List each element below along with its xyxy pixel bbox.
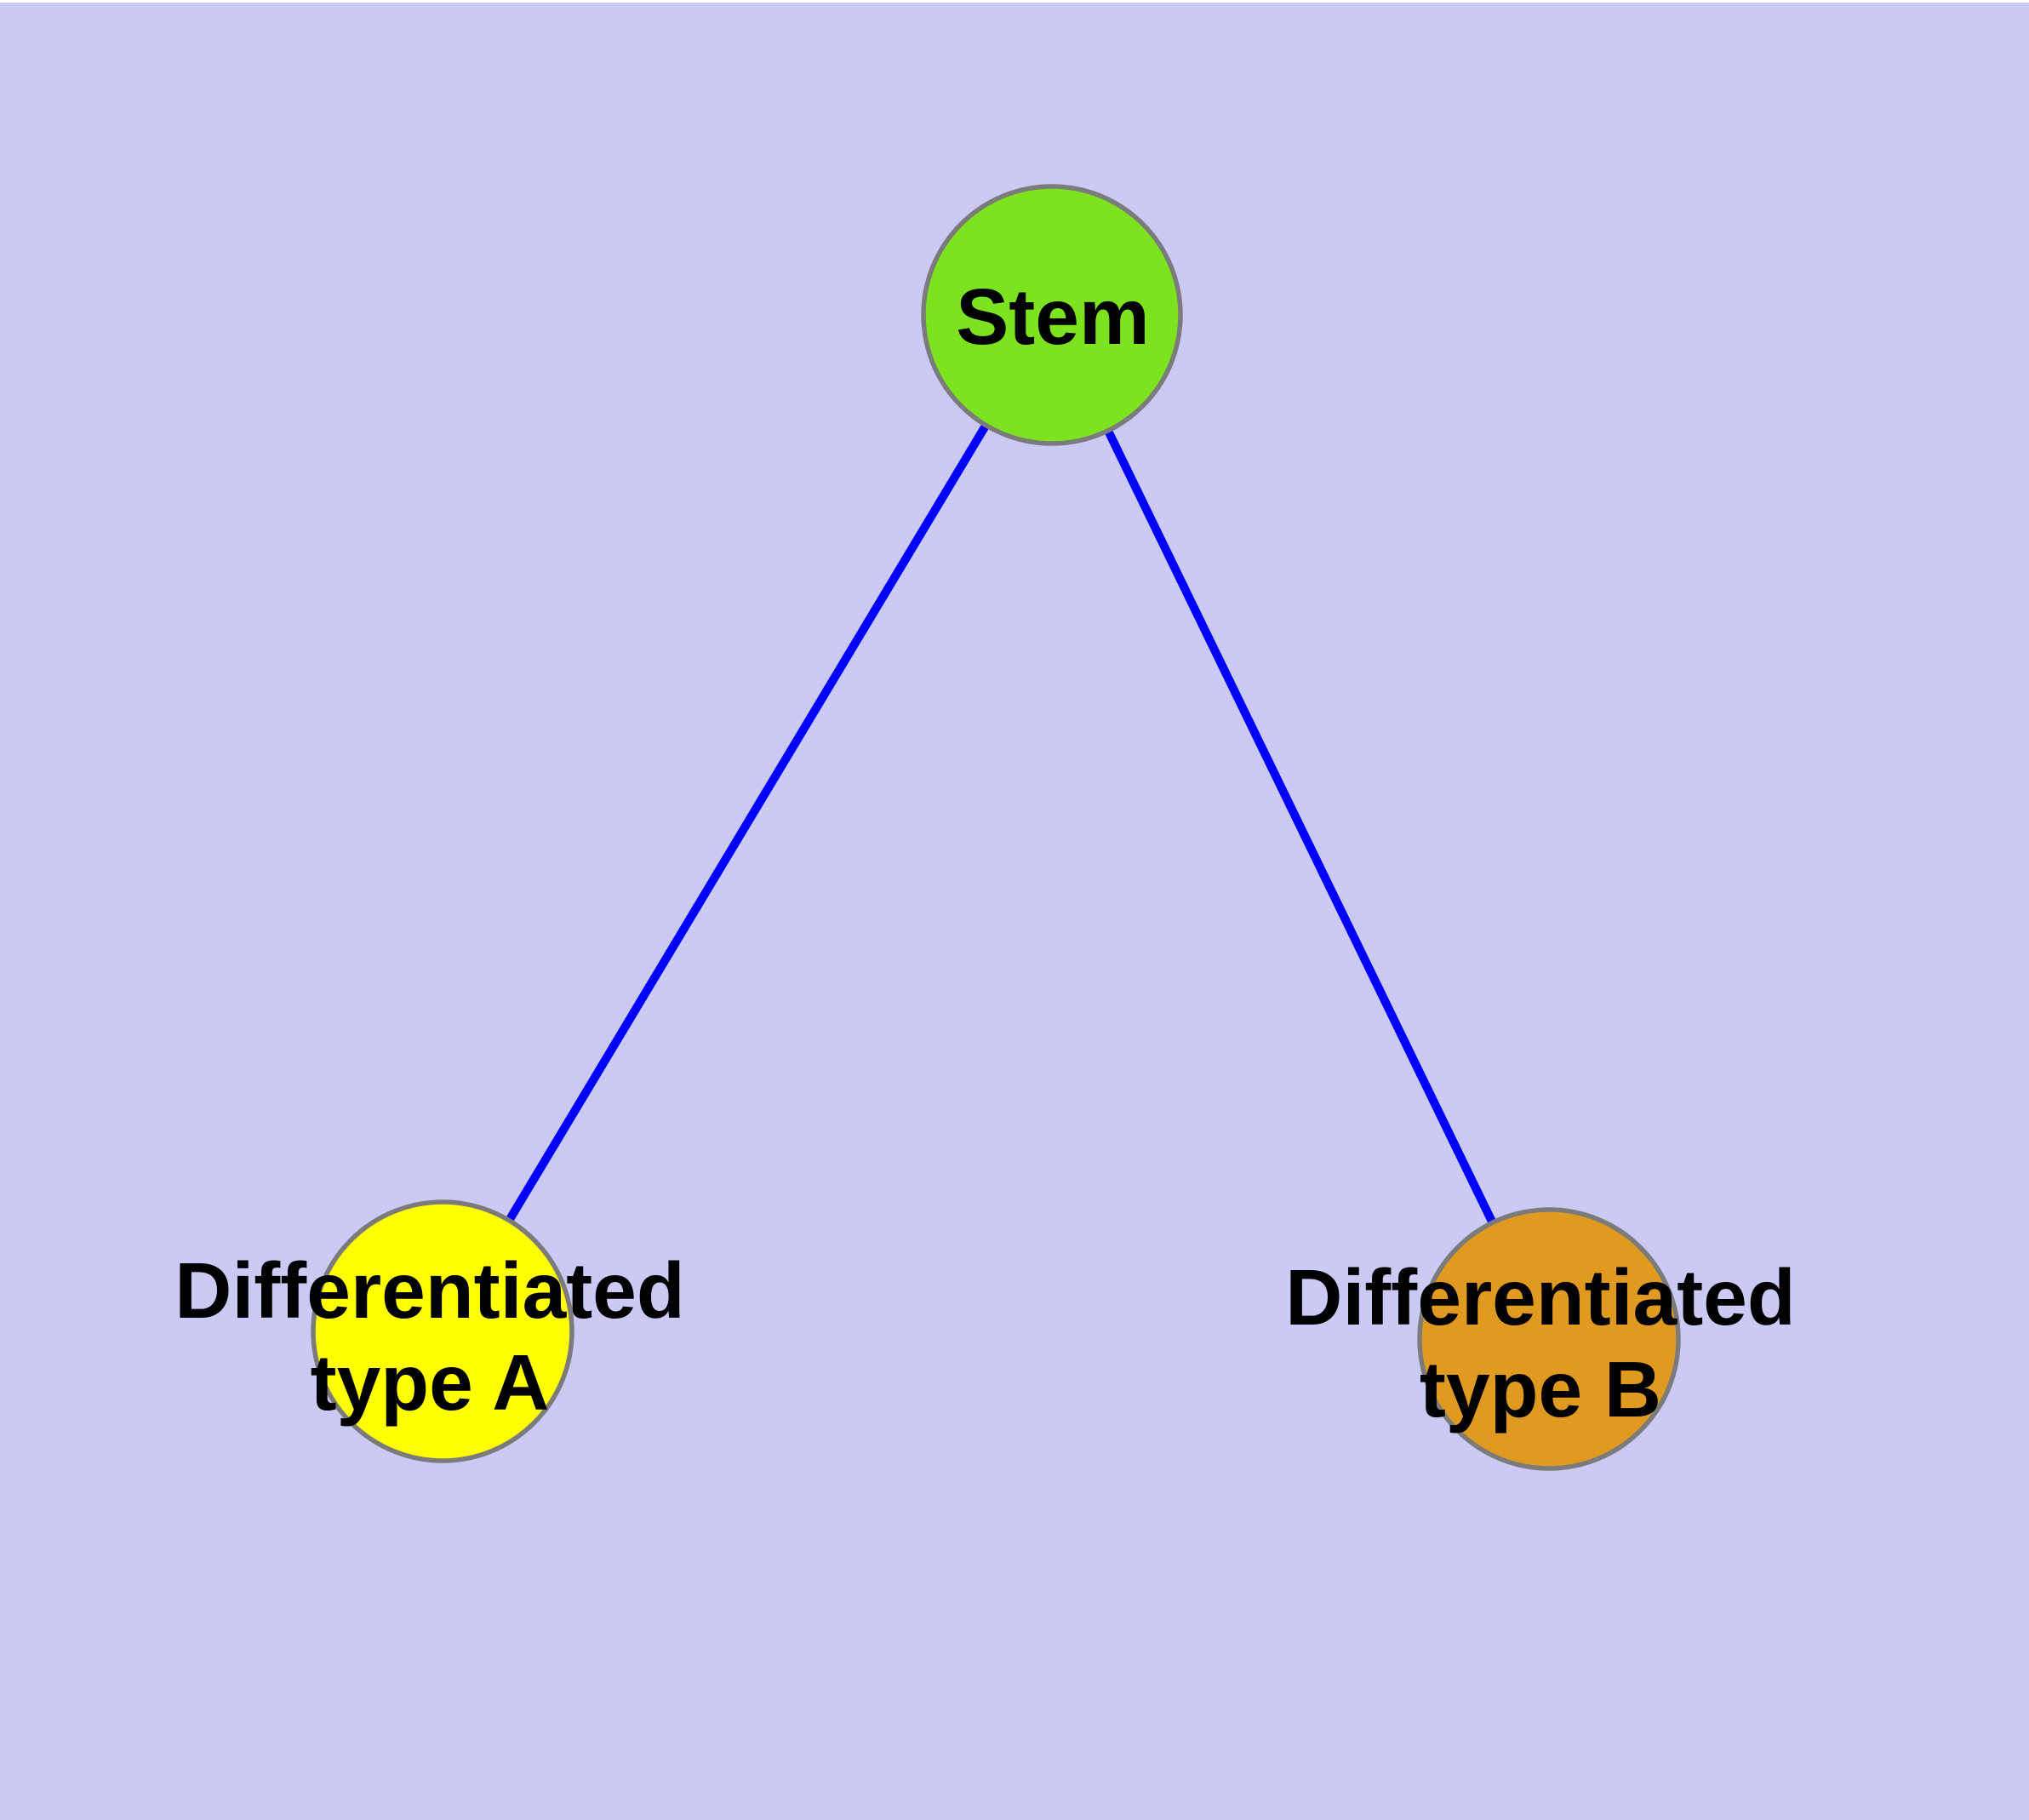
node-type-b-circle [1417, 1207, 1681, 1471]
node-type-b-label-line1: Differentiated [1285, 1253, 1795, 1342]
node-type-a-label-line1: Differentiated [174, 1246, 684, 1335]
node-stem-circle [921, 184, 1183, 446]
edge-stem-to-type-a [438, 312, 1056, 1334]
node-stem-label: Stem [956, 272, 1149, 361]
node-type-b-label-line2: type B [1420, 1345, 1661, 1434]
node-type-a-label-line2: type A [311, 1338, 550, 1427]
edge-stem-to-type-b [1048, 312, 1553, 1342]
node-type-a-circle [311, 1199, 574, 1463]
